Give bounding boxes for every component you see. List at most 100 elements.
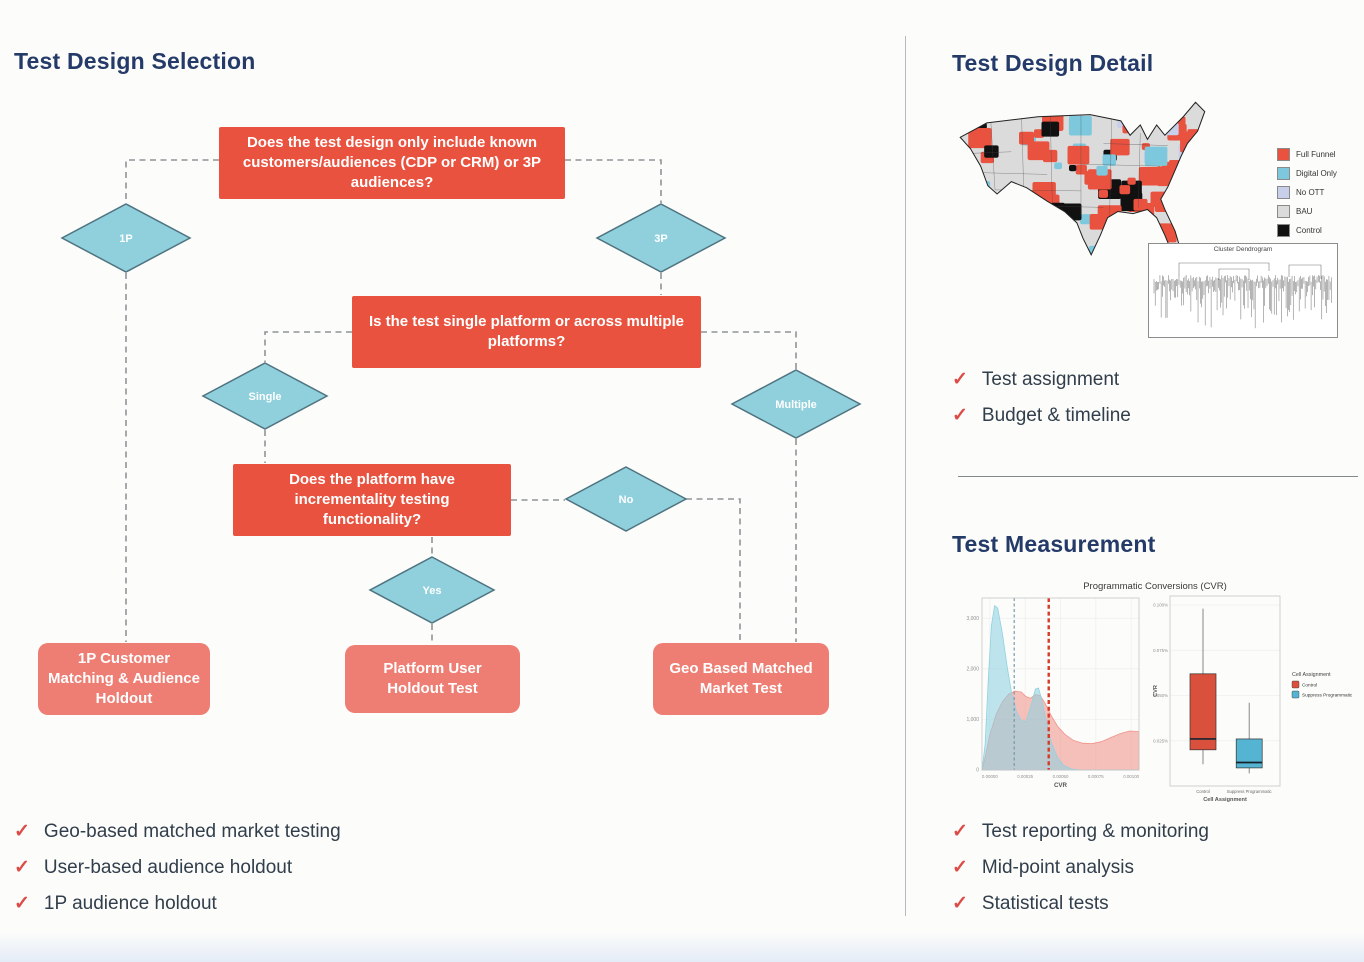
legend-swatch xyxy=(1277,205,1290,218)
checklist-item: ✓ Test reporting & monitoring xyxy=(952,820,1209,843)
check-icon: ✓ xyxy=(14,857,30,878)
question-box-platforms: Is the test single platform or across mu… xyxy=(352,296,701,368)
svg-text:CVR: CVR xyxy=(1054,782,1068,789)
checklist-label: Budget & timeline xyxy=(981,405,1131,426)
detail-checklist: ✓ Test assignment ✓ Budget & timeline xyxy=(952,368,1131,440)
legend-label: Digital Only xyxy=(1296,169,1337,178)
dendrogram-title: Cluster Dendrogram xyxy=(1213,246,1273,253)
decision-diamond-3p xyxy=(595,203,727,273)
connector xyxy=(264,331,352,362)
svg-text:2,000: 2,000 xyxy=(966,666,979,672)
svg-text:0.00025: 0.00025 xyxy=(1017,774,1033,779)
density-plot: 0 1,000 2,000 3,000 0.00000 0.00025 0.00050 0.0… xyxy=(966,597,1140,789)
svg-text:Cell Assignment: Cell Assignment xyxy=(1203,797,1247,802)
map-legend-item: No OTT xyxy=(1277,186,1337,199)
checklist-item: ✓ Mid-point analysis xyxy=(952,856,1209,879)
connector xyxy=(701,331,797,369)
map-legend-item: Digital Only xyxy=(1277,167,1337,180)
svg-text:0.075%: 0.075% xyxy=(1153,648,1168,653)
diamond-label: No xyxy=(619,494,634,506)
connector xyxy=(686,498,741,642)
checklist-label: Test reporting & monitoring xyxy=(981,821,1209,842)
question-box-audiences: Does the test design only include known … xyxy=(219,127,565,199)
horizontal-divider xyxy=(958,476,1358,477)
legend-swatch xyxy=(1277,167,1290,180)
legend-label: BAU xyxy=(1296,207,1313,216)
detail-title: Test Design Detail xyxy=(952,50,1154,76)
svg-text:0.100%: 0.100% xyxy=(1153,603,1168,608)
check-icon: ✓ xyxy=(14,893,30,914)
measurement-chart-title: Programmatic Conversions (CVR) xyxy=(1083,581,1227,592)
svg-text:0.00000: 0.00000 xyxy=(982,774,998,779)
decision-diamond-1p xyxy=(60,203,192,273)
legend-swatch xyxy=(1277,224,1290,237)
decision-diamond-single xyxy=(201,362,329,430)
svg-text:1,000: 1,000 xyxy=(966,717,979,723)
question-box-incrementality: Does the platform have incrementality te… xyxy=(233,464,511,536)
check-icon: ✓ xyxy=(952,821,968,842)
decision-diamond-no xyxy=(564,466,688,532)
legend-swatch xyxy=(1277,148,1290,161)
checklist-label: 1P audience holdout xyxy=(43,893,217,914)
checklist-label: User-based audience holdout xyxy=(43,857,293,878)
legend-swatch xyxy=(1277,186,1290,199)
page-title: Test Design Selection xyxy=(14,48,256,74)
decision-diamond-yes xyxy=(368,556,496,624)
outcome-box-platform-user-holdout: Platform User Holdout Test xyxy=(345,645,520,713)
legend-label: Control xyxy=(1296,226,1322,235)
check-icon: ✓ xyxy=(952,369,968,390)
svg-text:0: 0 xyxy=(976,768,979,774)
selection-checklist: ✓ Geo-based matched market testing ✓ Use… xyxy=(14,820,341,928)
checklist-item: ✓ User-based audience holdout xyxy=(14,856,341,879)
svg-text:0.00050: 0.00050 xyxy=(1053,774,1069,779)
bottom-accent-bar xyxy=(0,932,1364,962)
checklist-label: Statistical tests xyxy=(981,893,1109,914)
diamond-label: Yes xyxy=(423,585,442,597)
svg-text:0.00100: 0.00100 xyxy=(1123,774,1139,779)
diamond-label: Multiple xyxy=(775,399,817,411)
decision-diamond-multiple xyxy=(730,369,862,439)
map-legend-item: BAU xyxy=(1277,205,1337,218)
svg-text:Control: Control xyxy=(1302,683,1317,688)
check-icon: ✓ xyxy=(952,857,968,878)
checklist-item: ✓ Statistical tests xyxy=(952,892,1209,915)
checklist-item: ✓ Geo-based matched market testing xyxy=(14,820,341,843)
checklist-item: ✓ Budget & timeline xyxy=(952,404,1131,427)
checklist-item: ✓ 1P audience holdout xyxy=(14,892,341,915)
diamond-label: 3P xyxy=(654,233,667,245)
legend-label: Full Funnel xyxy=(1296,150,1336,159)
outcome-box-1p-customer-matching: 1P Customer Matching & Audience Holdout xyxy=(38,643,210,715)
map-legend-item: Control xyxy=(1277,224,1337,237)
diamond-label: 1P xyxy=(119,233,132,245)
us-dma-map xyxy=(959,101,1206,256)
svg-text:3,000: 3,000 xyxy=(966,616,979,622)
svg-text:Suppress Programmatic: Suppress Programmatic xyxy=(1302,693,1353,698)
connector xyxy=(565,159,662,203)
dendrogram-plot xyxy=(1153,262,1332,329)
svg-text:0.00075: 0.00075 xyxy=(1088,774,1104,779)
svg-text:0.050%: 0.050% xyxy=(1153,693,1168,698)
svg-text:Control: Control xyxy=(1196,789,1210,794)
vertical-divider xyxy=(905,36,906,916)
check-icon: ✓ xyxy=(14,821,30,842)
flowchart-connectors-and-diamonds: 1P 3P Single Multiple No Yes xyxy=(60,159,862,644)
legend-label: No OTT xyxy=(1296,188,1325,197)
svg-text:0.025%: 0.025% xyxy=(1153,738,1168,743)
measurement-checklist: ✓ Test reporting & monitoring ✓ Mid-poin… xyxy=(952,820,1209,928)
checklist-label: Geo-based matched market testing xyxy=(43,821,341,842)
checklist-label: Mid-point analysis xyxy=(981,857,1134,878)
check-icon: ✓ xyxy=(952,405,968,426)
connector xyxy=(125,159,219,203)
svg-text:Cell Assignment: Cell Assignment xyxy=(1292,672,1331,678)
svg-text:CVR: CVR xyxy=(1153,685,1159,697)
check-icon: ✓ xyxy=(952,893,968,914)
checklist-label: Test assignment xyxy=(981,369,1120,390)
cluster-dendrogram: Cluster Dendrogram xyxy=(1148,243,1338,338)
measurement-title: Test Measurement xyxy=(952,531,1156,557)
checklist-item: ✓ Test assignment xyxy=(952,368,1131,391)
map-legend-item: Full Funnel xyxy=(1277,148,1337,161)
svg-text:Suppress Programmatic: Suppress Programmatic xyxy=(1227,789,1272,794)
